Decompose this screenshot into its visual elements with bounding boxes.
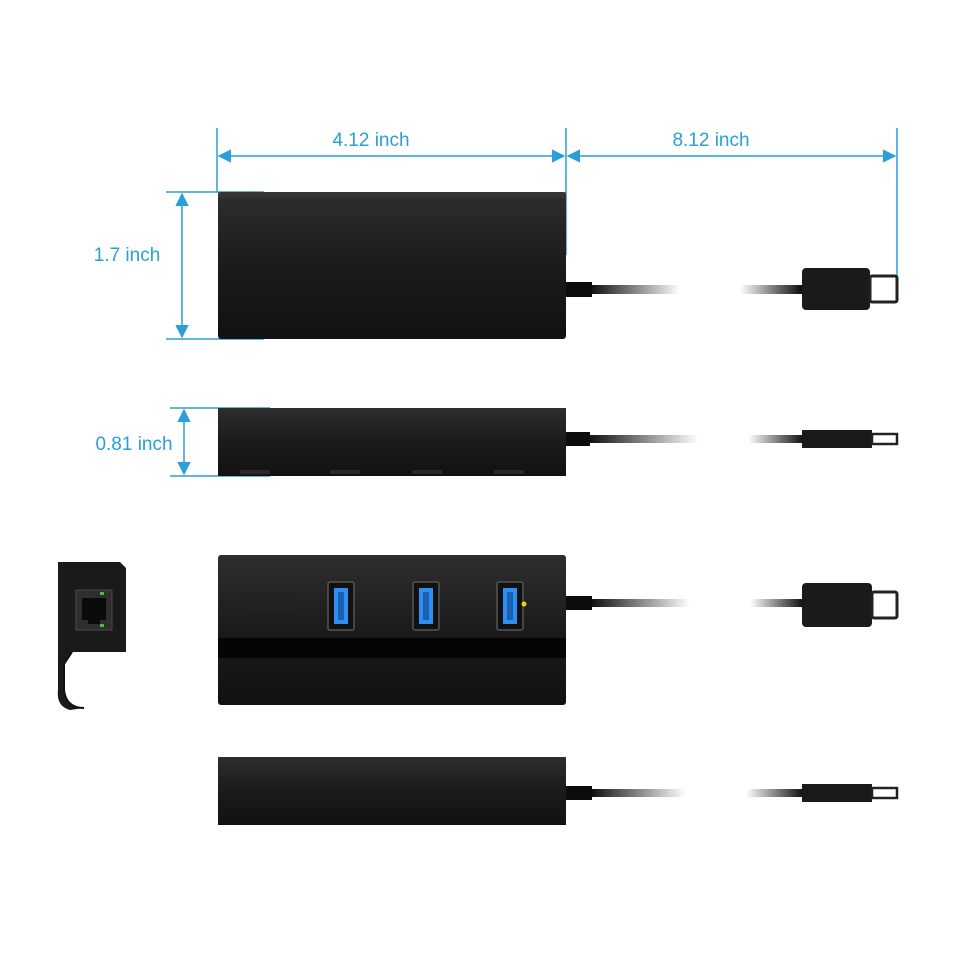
hub-body-side (218, 408, 566, 476)
usb-c-plug-housing (802, 583, 872, 627)
hub-end-profile (57, 562, 126, 710)
height-label: 0.81 inch (95, 434, 172, 455)
rj45-ethernet-port-icon[interactable] (75, 589, 113, 631)
usb-c-connector-icon (870, 432, 899, 446)
hub-body-back (218, 757, 566, 825)
hub-foot (330, 470, 360, 474)
cable-length-label: 8.12 inch (672, 130, 749, 151)
usb-a-port-icon[interactable] (412, 581, 440, 631)
hub-foot (240, 470, 270, 474)
hub-body-top (218, 192, 566, 339)
side-view (218, 408, 899, 476)
end-view (57, 562, 126, 710)
cable-strain-relief (566, 432, 590, 446)
usb-c-connector-icon (870, 590, 899, 620)
cable-segment-right (746, 789, 804, 797)
usb-a-port-icon[interactable] (496, 581, 524, 631)
usb-c-plug-housing (802, 430, 872, 448)
cable-segment-left (590, 789, 686, 797)
usb-c-plug-housing (802, 784, 872, 802)
top-view (218, 192, 899, 339)
usb-c-connector-icon (868, 274, 899, 304)
cable-segment-right (750, 599, 804, 607)
front-view (218, 555, 899, 705)
hub-foot (412, 470, 442, 474)
back-view (218, 757, 899, 825)
hub-foot (494, 470, 524, 474)
cable-strain-relief (566, 282, 592, 297)
width-label: 1.7 inch (94, 245, 161, 266)
cable-segment-right (748, 435, 804, 443)
cable-segment-right (740, 285, 802, 294)
power-led-icon (521, 601, 527, 607)
hub-top-edge (218, 192, 566, 198)
length-label: 4.12 inch (332, 130, 409, 151)
cable-strain-relief (566, 596, 592, 610)
brand-logo-icon (244, 596, 300, 610)
cable-dimension: 8.12 inch (566, 128, 898, 296)
hub-end-edge (63, 651, 85, 709)
cable-strain-relief (566, 786, 592, 800)
usb-c-connector-icon (870, 786, 899, 800)
hub-body-front (218, 555, 566, 705)
usb-c-plug-housing (802, 268, 870, 310)
usb-a-port-icon[interactable] (327, 581, 355, 631)
cable-segment-left (588, 435, 698, 443)
hub-groove (218, 638, 566, 658)
cable-segment-left (590, 285, 680, 294)
cable-segment-left (590, 599, 690, 607)
